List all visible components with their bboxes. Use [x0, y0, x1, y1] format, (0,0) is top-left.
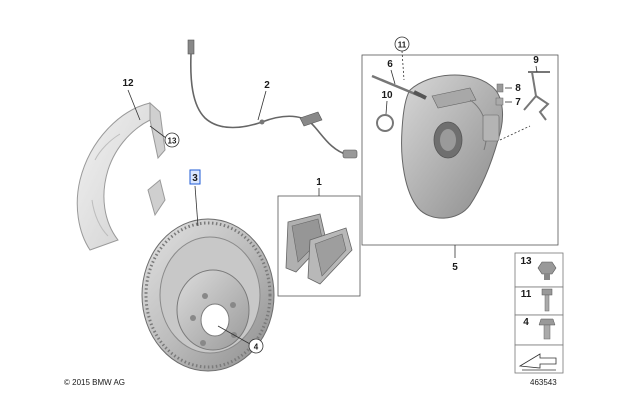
leader-line-13 [149, 125, 167, 139]
leader-line-11 [401, 50, 405, 81]
legend-label-11: 11 [521, 289, 532, 300]
wheel-bolt-icon [538, 318, 556, 340]
callout-11[interactable]: 11 [398, 41, 407, 50]
fastener-legend: 13 11 4 [514, 252, 564, 374]
brake-disc [141, 218, 275, 372]
callout-4-circle [248, 338, 264, 354]
legend-label-4: 4 [523, 317, 529, 328]
leader-line-spring [499, 125, 531, 141]
callout-13-circle [164, 132, 180, 148]
leader-line-9 [535, 65, 538, 73]
callout-10[interactable]: 10 [381, 90, 393, 101]
bleeder-valve [495, 83, 504, 106]
callout-6[interactable]: 6 [387, 59, 393, 70]
brake-pads [285, 213, 353, 285]
dust-shield [76, 101, 166, 251]
legend-cell-11[interactable] [514, 286, 564, 316]
leader-line-4 [217, 325, 251, 345]
brake-caliper [401, 74, 503, 219]
copyright-text: © 2015 BMW AG [64, 378, 126, 387]
callout-11-circle [394, 36, 410, 52]
hex-nut-icon [537, 261, 557, 280]
wear-sensor-cable [187, 39, 358, 159]
callout-5[interactable]: 5 [452, 262, 458, 273]
callout-12[interactable]: 12 [122, 78, 134, 89]
leader-line-2 [257, 90, 267, 121]
diagram-number: 463543 [530, 378, 557, 387]
direction-arrow-icon [518, 353, 557, 371]
callout-9[interactable]: 9 [533, 55, 539, 66]
leader-line-10 [385, 100, 388, 115]
leader-line-12 [127, 89, 141, 121]
anti-rattle-spring [523, 71, 550, 121]
selected-callout-highlight [189, 169, 201, 185]
callout-8[interactable]: 8 [515, 83, 521, 94]
legend-label-13: 13 [520, 256, 532, 267]
leader-line-6 [390, 69, 396, 85]
legend-cell-4[interactable] [514, 314, 564, 346]
leader-line-3 [194, 185, 199, 227]
callout-13[interactable]: 13 [168, 137, 177, 146]
callout-7[interactable]: 7 [515, 97, 521, 108]
bolt-icon [541, 288, 553, 312]
callout-2[interactable]: 2 [264, 80, 270, 91]
callout-1[interactable]: 1 [316, 177, 322, 188]
sealing-ring [376, 114, 394, 132]
caliper-bolt [371, 74, 427, 100]
callout-3[interactable]: 3 [192, 173, 198, 184]
callout-4[interactable]: 4 [254, 343, 259, 352]
